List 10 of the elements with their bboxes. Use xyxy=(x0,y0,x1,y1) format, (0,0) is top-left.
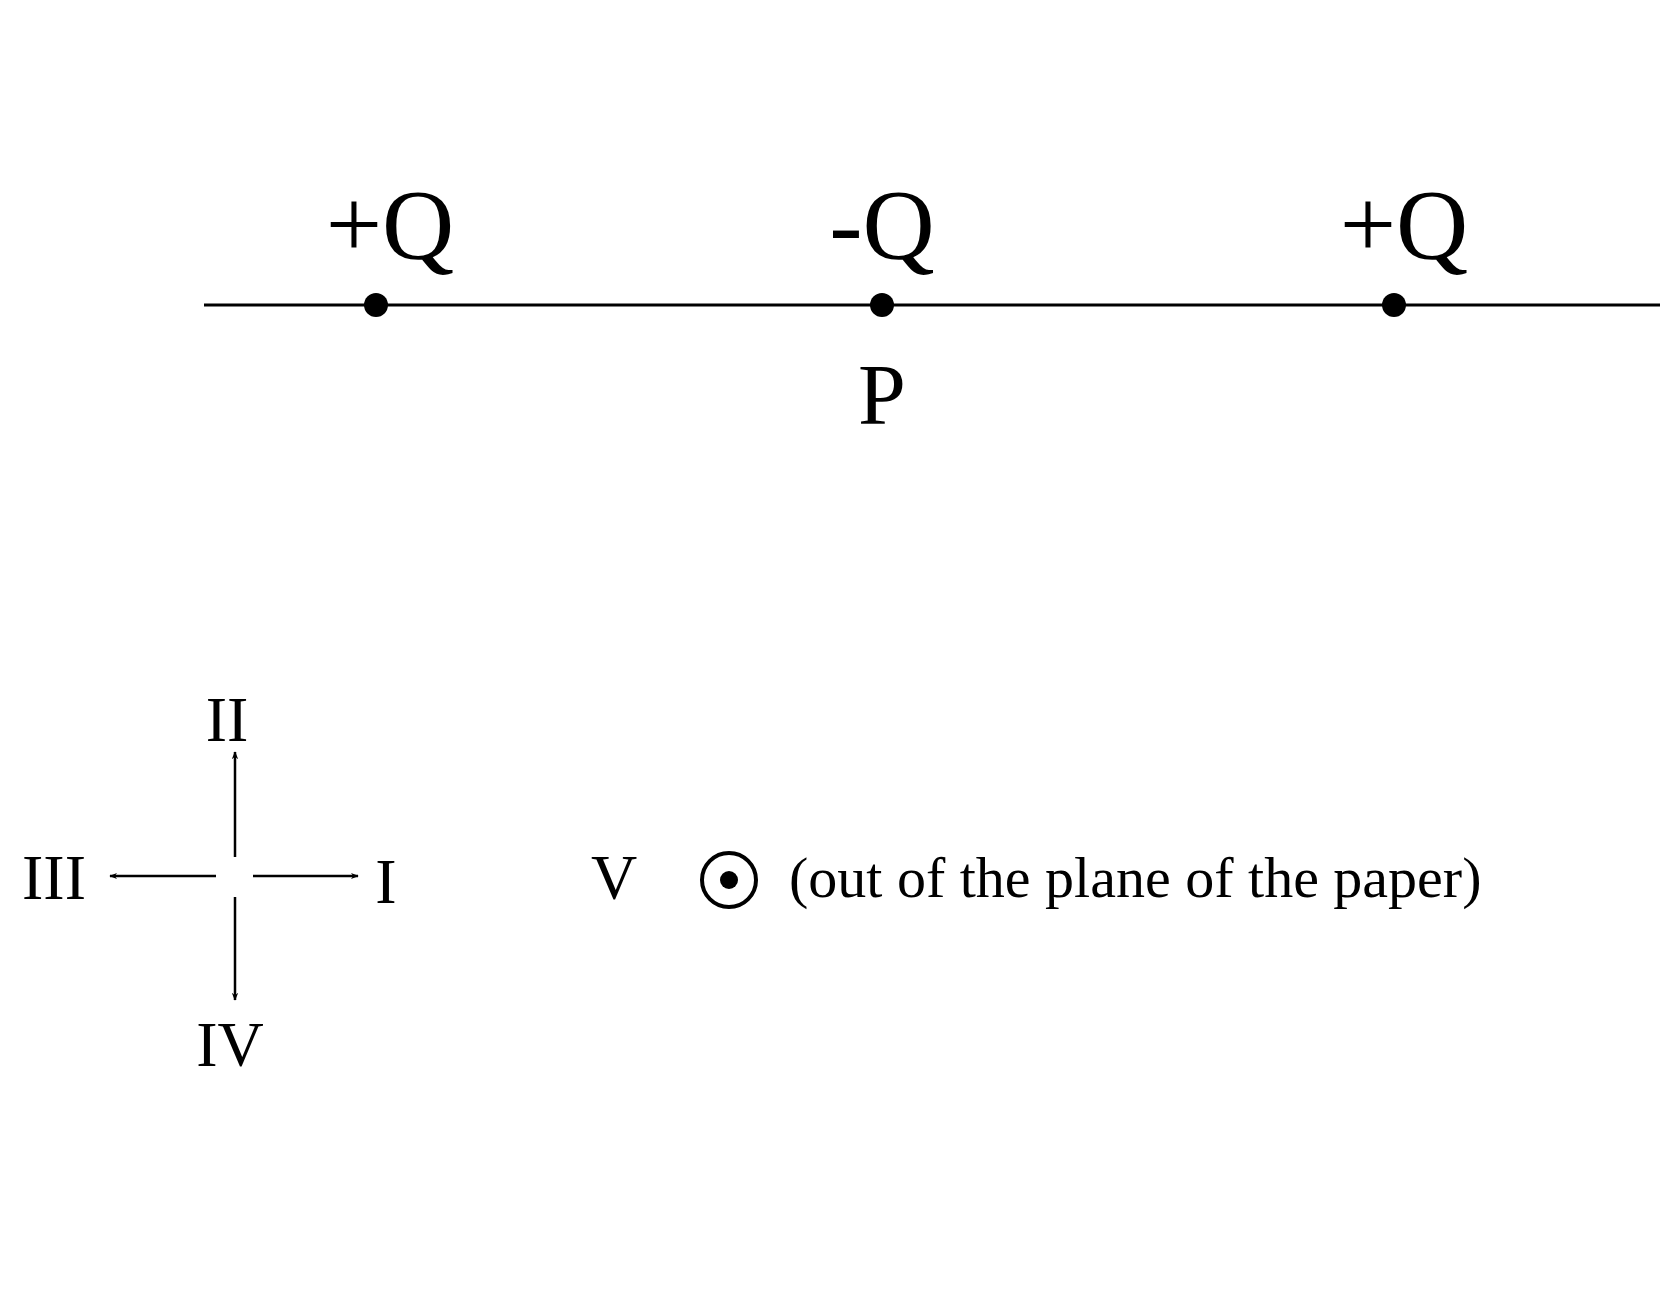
direction-label: III xyxy=(22,846,86,910)
direction-label: V xyxy=(590,846,638,910)
direction-label: II xyxy=(205,688,249,752)
direction-note: (out of the plane of the paper) xyxy=(789,849,1482,907)
point-label: P xyxy=(858,352,906,438)
direction-label: IV xyxy=(196,1013,264,1077)
charge-label: +Q xyxy=(1339,175,1469,275)
charge-label: -Q xyxy=(829,175,935,275)
direction-label: I xyxy=(375,850,397,914)
charge-label: +Q xyxy=(325,175,455,275)
